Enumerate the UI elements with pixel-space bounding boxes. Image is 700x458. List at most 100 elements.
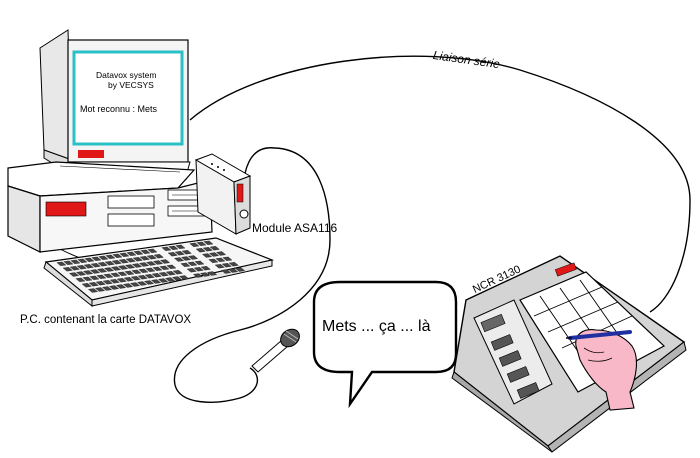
- keyboard-key: [200, 272, 211, 277]
- keyboard-key: [152, 266, 163, 271]
- pc-case: [7, 161, 213, 253]
- keyboard-key: [77, 258, 88, 263]
- keyboard-key: [179, 275, 190, 280]
- keyboard-key: [118, 265, 129, 270]
- keyboard-key: [139, 262, 150, 267]
- keyboard-key: [110, 272, 121, 277]
- keyboard-key: [132, 257, 143, 262]
- keyboard-key: [214, 264, 225, 269]
- keyboard-key: [172, 270, 183, 275]
- keyboard-key: [123, 283, 134, 288]
- tablet-button-1: [480, 313, 506, 333]
- keyboard-key: [103, 273, 114, 278]
- keyboard-key: [153, 260, 164, 265]
- keyboard-key: [116, 278, 127, 283]
- keyboard-key: [181, 250, 192, 255]
- keyboard-key: [165, 271, 176, 276]
- screen-line-1: Datavox system: [96, 70, 157, 80]
- keyboard-key: [69, 266, 80, 271]
- keyboard-key: [56, 261, 67, 266]
- keyboard-key: [189, 242, 200, 247]
- keyboard-key: [83, 264, 94, 269]
- module-connector: [239, 209, 249, 219]
- keyboard-key: [166, 264, 177, 269]
- keyboard-key: [200, 266, 211, 271]
- keyboard-key: [95, 281, 106, 286]
- module-red-light: [236, 183, 244, 203]
- keyboard-key: [88, 282, 99, 287]
- keyboard-key: [90, 263, 101, 268]
- keyboard-key: [216, 251, 227, 256]
- keyboard-key: [124, 270, 135, 275]
- keyboard-key: [172, 276, 183, 281]
- monitor-screen: [72, 50, 184, 146]
- hand: [575, 329, 638, 411]
- asa116-module: [194, 153, 252, 235]
- keyboard-key: [208, 258, 219, 263]
- keyboard-key: [104, 267, 115, 272]
- keyboard-key: [203, 240, 214, 245]
- keyboard-key: [104, 261, 115, 266]
- screen-line-3: Mot reconnu : Mets: [80, 104, 158, 114]
- keyboard-key: [209, 252, 220, 257]
- pc-red-panel: [45, 201, 87, 217]
- keyboard-key: [228, 262, 239, 267]
- module-label: Module ASA116: [252, 221, 338, 235]
- keyboard-key: [131, 269, 142, 274]
- tablet-button-2: [490, 334, 514, 351]
- keyboard-key: [111, 260, 122, 265]
- keyboard-key: [91, 256, 102, 261]
- keyboard-key: [222, 256, 233, 261]
- keyboard-key: [82, 276, 93, 281]
- drive-bay-2: [107, 213, 155, 227]
- keyboard-key: [98, 255, 109, 260]
- keyboard-key: [158, 272, 169, 277]
- keyboard-key: [123, 277, 134, 282]
- tablet-button-3: [498, 350, 522, 367]
- keyboard-key: [76, 265, 87, 270]
- keyboard-key: [202, 253, 213, 258]
- keyboard-key: [207, 271, 218, 276]
- microphone: [251, 328, 300, 373]
- keyboard-key: [221, 269, 232, 274]
- keyboard-key: [109, 279, 120, 284]
- keyboard-key: [180, 262, 191, 267]
- keyboard-key: [126, 251, 137, 256]
- speech-bubble: [312, 280, 458, 409]
- keyboard-key: [144, 280, 155, 285]
- hand-with-pen: [566, 329, 638, 411]
- keyboard-key: [159, 265, 170, 270]
- keyboard-key: [117, 271, 128, 276]
- keyboard-key: [76, 271, 87, 276]
- keyboard-key: [102, 286, 113, 291]
- keyboard-key: [130, 276, 141, 281]
- keyboard-key: [146, 261, 157, 266]
- keyboard-key: [165, 277, 176, 282]
- keyboard-key: [118, 259, 129, 264]
- keyboard-key: [145, 267, 156, 272]
- keyboard-key: [84, 257, 95, 262]
- keyboard-key: [97, 262, 108, 267]
- serial-link-cable: [189, 55, 691, 313]
- keyboard-key: [187, 261, 198, 266]
- keyboard-key: [83, 270, 94, 275]
- keyboard-key: [209, 246, 220, 251]
- keyboard-key: [196, 241, 207, 246]
- keyboard-key: [139, 256, 150, 261]
- keyboard-key: [125, 264, 136, 269]
- keyboard-key: [175, 244, 186, 249]
- keyboard-key: [167, 252, 178, 257]
- keyboard-key: [137, 275, 148, 280]
- keyboard-key: [90, 269, 101, 274]
- keyboard-key: [188, 255, 199, 260]
- keyboard-key: [153, 254, 164, 259]
- keyboard-key: [174, 251, 185, 256]
- keyboard-key: [102, 280, 113, 285]
- keyboard-key: [119, 252, 130, 257]
- keyboard-key: [105, 254, 116, 259]
- keyboard-key: [160, 259, 171, 264]
- keyboard-key: [95, 287, 106, 292]
- keyboard-key: [70, 259, 81, 264]
